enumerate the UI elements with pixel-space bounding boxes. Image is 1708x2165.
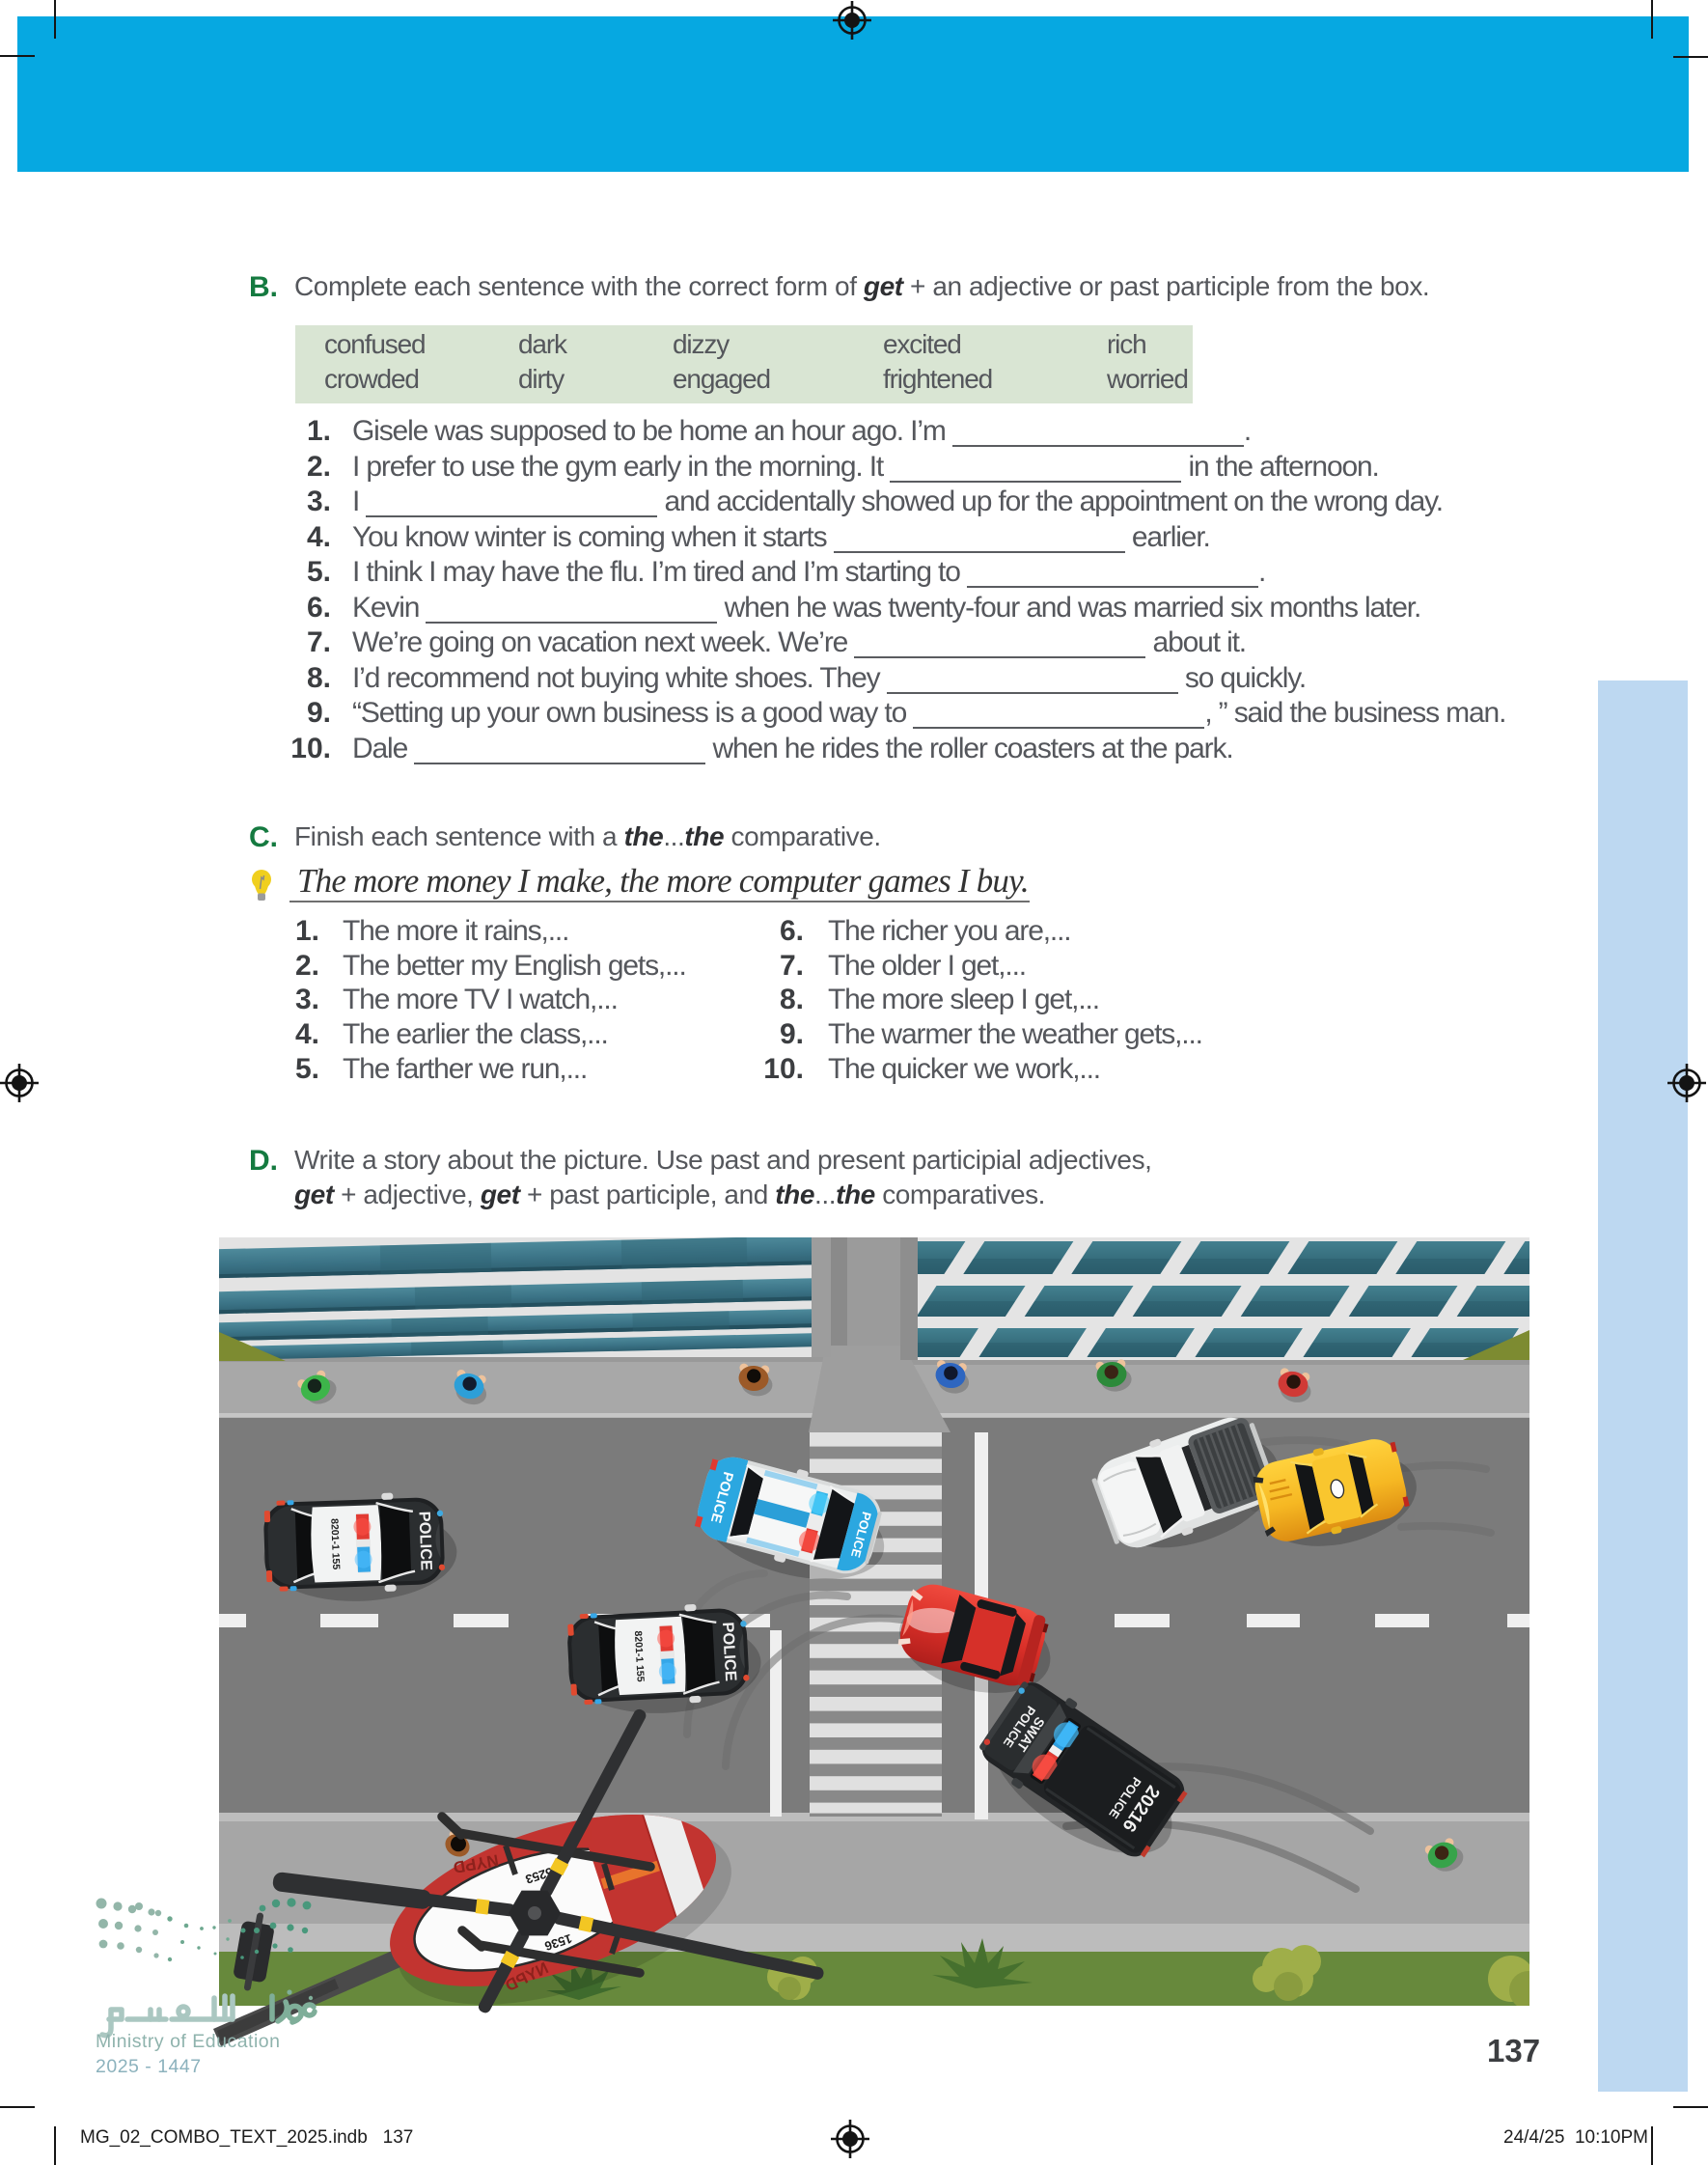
svg-text:8201-1 155: 8201-1 155: [328, 1518, 342, 1570]
svg-text:8201-1 155: 8201-1 155: [632, 1630, 647, 1682]
svg-text:Ministry of Education: Ministry of Education: [96, 2031, 281, 2052]
svg-text:2025 - 1447: 2025 - 1447: [96, 2056, 202, 2077]
svg-text:POLICE: POLICE: [719, 1622, 739, 1681]
svg-text:POLICE: POLICE: [416, 1511, 435, 1570]
